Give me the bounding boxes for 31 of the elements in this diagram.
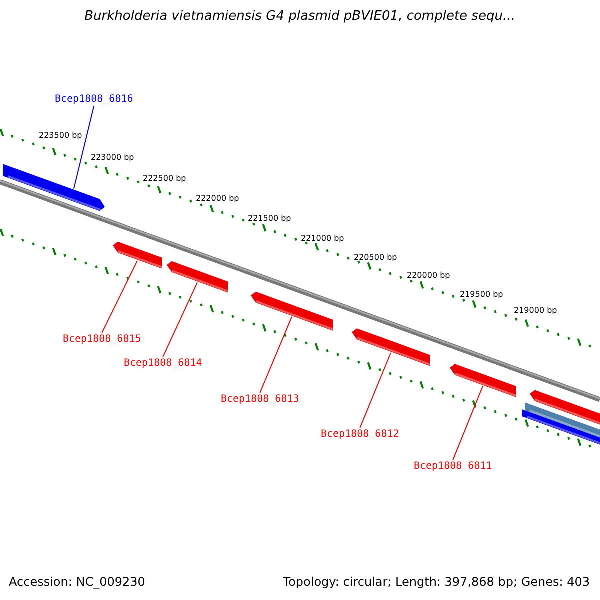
gene-feature-block xyxy=(251,292,334,331)
gene-feature-block xyxy=(450,364,516,398)
gene-label: Bcep1808_6816 xyxy=(55,94,134,105)
leader-line xyxy=(74,106,95,190)
gene-feature-block xyxy=(3,164,106,213)
leader-line xyxy=(162,282,198,358)
gene-feature-block xyxy=(352,328,430,366)
gene-feature-block xyxy=(167,261,228,293)
scale-label: 223000 bp xyxy=(91,153,134,162)
sequence-info-text: Topology: circular; Length: 397,868 bp; Genes: 403 xyxy=(283,575,590,589)
gene-label: Bcep1808_6814 xyxy=(124,358,202,369)
leader-line xyxy=(452,386,484,460)
scale-label: 222000 bp xyxy=(196,194,240,203)
scale-label: 220500 bp xyxy=(354,253,398,262)
gene-label: Bcep1808_6813 xyxy=(221,394,300,405)
leader-line xyxy=(260,316,292,394)
scale-label: 223500 bp xyxy=(39,131,82,140)
accession-text: Accession: NC_009230 xyxy=(9,575,146,589)
gene-label: Bcep1808_6812 xyxy=(321,429,400,440)
scale-label: 221000 bp xyxy=(301,234,344,243)
gene-feature-block xyxy=(113,242,162,269)
scale-label: 222500 bp xyxy=(143,174,186,183)
scale-label: 219000 bp xyxy=(514,306,558,315)
scale-label: 221500 bp xyxy=(248,214,292,223)
title: Burkholderia vietnamiensis G4 plasmid pBVIE01, complete sequ... xyxy=(84,9,516,24)
scale-label: 220000 bp xyxy=(407,271,450,280)
leader-line xyxy=(102,260,138,334)
gene-label: Bcep1808_6811 xyxy=(414,461,492,472)
leader-line xyxy=(360,352,392,428)
scale-label: 219500 bp xyxy=(460,290,504,299)
gene-label: Bcep1808_6815 xyxy=(63,334,142,345)
